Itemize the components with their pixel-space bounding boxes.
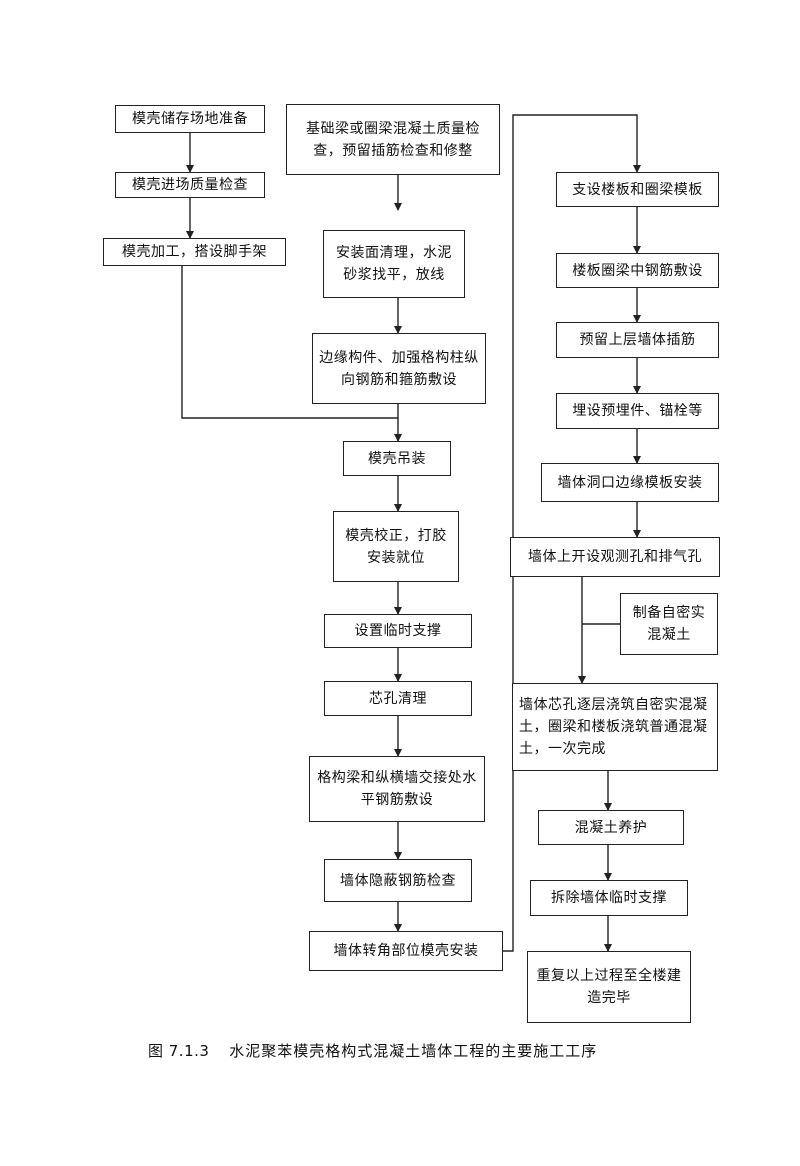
box-pouring: 墙体芯孔逐层浇筑自密实混凝土，圈梁和楼板浇筑普通混凝土，一次完成: [512, 683, 718, 771]
box-beam-inspection: 基础梁或圈梁混凝土质量检查，预留插筋检查和修整: [286, 104, 500, 175]
box-observation-holes: 墙体上开设观测孔和排气孔: [510, 537, 720, 577]
box-core-cleaning: 芯孔清理: [324, 681, 472, 716]
box-floor-formwork: 支设楼板和圈梁模板: [556, 172, 719, 207]
box-remove-support: 拆除墙体临时支撑: [530, 880, 688, 916]
box-horizontal-rebar: 格构梁和纵横墙交接处水平钢筋敷设: [309, 756, 485, 822]
box-curing: 混凝土养护: [538, 810, 684, 845]
box-floor-rebar: 楼板圈梁中钢筋敷设: [556, 253, 719, 288]
figure-caption: 图 7.1.3 水泥聚苯模壳格构式混凝土墙体工程的主要施工工序: [148, 1040, 708, 1061]
box-surface-leveling: 安装面清理，水泥砂浆找平，放线: [323, 230, 465, 298]
box-hoisting: 模壳吊装: [343, 441, 451, 476]
box-self-compacting-prep: 制备自密实混凝土: [620, 593, 718, 655]
box-processing-scaffold: 模壳加工，搭设脚手架: [103, 238, 286, 266]
box-upper-dowels: 预留上层墙体插筋: [556, 322, 719, 358]
box-edge-rebar: 边缘构件、加强格构柱纵向钢筋和箍筋敷设: [312, 333, 486, 404]
box-embedded-parts: 埋设预埋件、锚栓等: [556, 393, 719, 429]
box-hidden-rebar-check: 墙体隐蔽钢筋检查: [324, 859, 472, 902]
box-corner-install: 墙体转角部位模壳安装: [309, 931, 503, 971]
box-repeat: 重复以上过程至全楼建造完毕: [527, 951, 691, 1023]
box-alignment: 模壳校正，打胶安装就位: [333, 511, 459, 582]
box-temp-support: 设置临时支撑: [324, 614, 472, 648]
figure-title: 水泥聚苯模壳格构式混凝土墙体工程的主要施工工序: [229, 1042, 598, 1060]
box-prepare-storage: 模壳储存场地准备: [115, 105, 265, 133]
figure-number: 图 7.1.3: [148, 1042, 210, 1060]
box-incoming-inspection: 模壳进场质量检查: [115, 172, 265, 198]
box-opening-formwork: 墙体洞口边缘模板安装: [541, 463, 719, 502]
